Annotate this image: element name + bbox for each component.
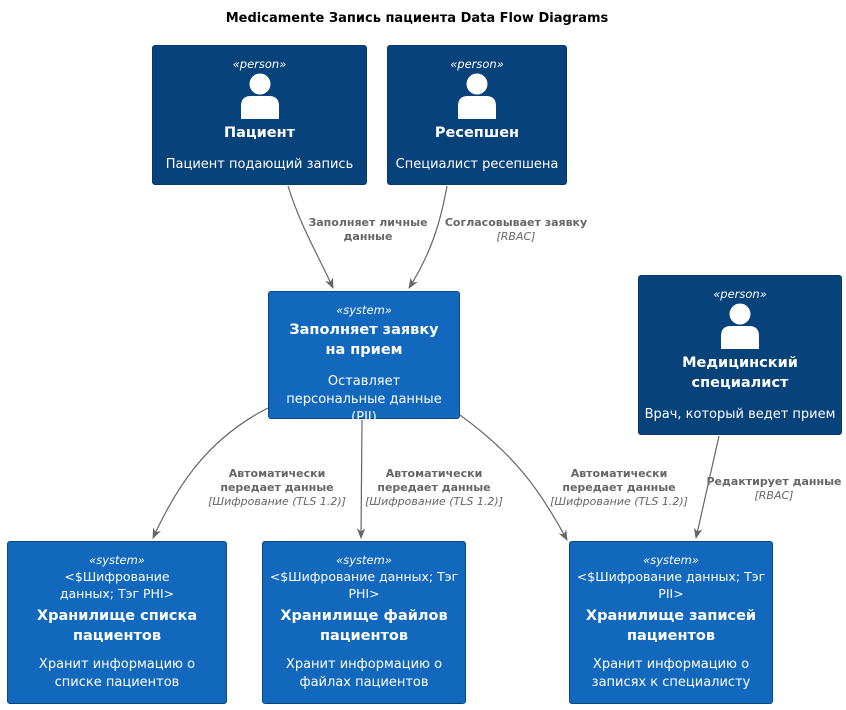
edge-label-patient-to-form: Заполняет личные данные [300, 216, 436, 244]
encryption-tag: <$Шифрование данных; Тэг PHI> [59, 569, 175, 601]
person-icon [240, 73, 280, 119]
person-name: Ресепшен [434, 125, 520, 141]
system-description: Хранит информацию о файлах пациентов [285, 657, 443, 690]
edge-form-to-patient-list [152, 407, 269, 539]
system-description: Оставляет персональные данные (PII) [286, 374, 442, 425]
stereotype-label: «system» [89, 553, 145, 567]
edge-label-form-to-patient-records: Автоматически передает данные [Шифровани… [536, 467, 702, 509]
edge-medic-to-patient-records [693, 435, 720, 540]
form-system-box[interactable]: «system» Заполняет заявку на прием Остав… [268, 291, 460, 425]
edge-label-form-to-patient-list: Автоматически передает данные [Шифровани… [194, 467, 360, 509]
edge-label-technology: [RBAC] [496, 230, 536, 243]
edge-label-form-to-patient-files: Автоматически передает данные [Шифровани… [352, 467, 516, 509]
patient-list-storage-box[interactable]: «system» <$Шифрование данных; Тэг PHI> Х… [7, 541, 227, 704]
system-description: Хранит информацию о записях к специалист… [591, 657, 751, 690]
person-description: Врач, который ведет прием [644, 407, 836, 422]
patient-files-storage-box[interactable]: «system» <$Шифрование данных; Тэг PHI> Х… [262, 541, 466, 704]
patient-person-box[interactable]: «person» Пациент Пациент подающий запись [152, 45, 367, 185]
stereotype-label: «person» [450, 57, 504, 71]
person-icon [457, 73, 497, 119]
edge-form-to-patient-files [356, 419, 366, 540]
system-name: Хранилище списка пациентов [36, 608, 198, 644]
edge-label-technology: [RBAC] [754, 489, 794, 502]
edge-label-reception-to-form: Согласовывает заявку [RBAC] [443, 216, 589, 244]
person-description: Специалист ресепшена [395, 157, 559, 172]
reception-person-box[interactable]: «person» Ресепшен Специалист ресепшена [387, 45, 567, 185]
edge-label-text: Заполняет личные данные [308, 216, 428, 243]
stereotype-label: «system» [336, 553, 392, 567]
patient-records-storage-box[interactable]: «system» <$Шифрование данных; Тэг PII> Х… [569, 541, 773, 704]
person-description: Пациент подающий запись [165, 157, 354, 172]
person-name: Медицинский специалист [682, 355, 798, 391]
stereotype-label: «person» [713, 287, 767, 301]
edge-label-technology: [Шифрование (TLS 1.2)] [365, 495, 503, 508]
edge-patient-to-form [287, 185, 334, 289]
stereotype-label: «system» [643, 553, 699, 567]
edge-label-text: Автоматически передает данные [377, 467, 491, 494]
person-name: Пациент [223, 125, 296, 141]
edge-reception-to-form [408, 185, 448, 289]
system-name: Заполняет заявку на прием [289, 322, 439, 358]
edge-label-medic-to-patient-records: Редактирует данные [RBAC] [706, 475, 842, 503]
system-name: Хранилище файлов пациентов [280, 608, 448, 644]
system-description: Хранит информацию о списке пациентов [38, 657, 196, 690]
edge-form-to-patient-records [459, 414, 568, 541]
encryption-tag: <$Шифрование данных; Тэг PHI> [269, 569, 459, 601]
person-icon [720, 303, 760, 349]
edge-label-text: Автоматически передает данные [220, 467, 334, 494]
edge-label-text: Согласовывает заявку [444, 216, 588, 229]
edge-label-technology: [Шифрование (TLS 1.2)] [208, 495, 346, 508]
encryption-tag: <$Шифрование данных; Тэг PII> [576, 569, 766, 601]
edge-label-technology: [Шифрование (TLS 1.2)] [550, 495, 688, 508]
system-name: Хранилище записей пациентов [585, 608, 757, 644]
diagram-title: Medicamente Запись пациента Data Flow Di… [225, 11, 609, 26]
medic-person-box[interactable]: «person» Медицинский специалист Врач, ко… [638, 275, 842, 435]
edge-label-text: Редактирует данные [706, 475, 842, 488]
stereotype-label: «person» [232, 57, 287, 71]
stereotype-label: «system» [336, 303, 392, 317]
edge-label-text: Автоматически передает данные [562, 467, 676, 494]
